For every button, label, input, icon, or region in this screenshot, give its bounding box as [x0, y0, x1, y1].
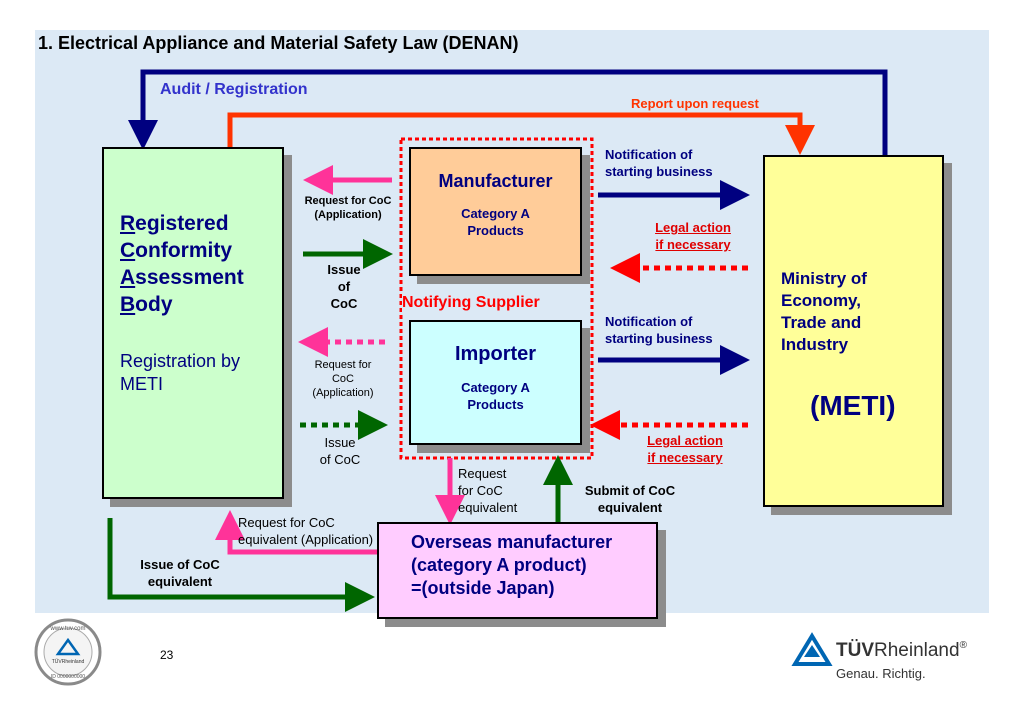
notifying-supplier-label: Notifying Supplier: [402, 294, 540, 312]
notifying-supplier-frame: [399, 137, 594, 460]
manufacturer-subtitle: Category A Products: [461, 206, 530, 238]
manufacturer-title: Manufacturer: [438, 171, 553, 191]
overseas-manufacturer-text: Overseas manufacturer (category A produc…: [411, 532, 613, 598]
notification-label-2: Notification of starting business: [605, 314, 713, 346]
submit-coc-equivalent-label: Submit of CoC equivalent: [584, 483, 676, 515]
request-equivalent-application-label: Request for CoC equivalent (Application): [238, 515, 374, 547]
audit-registration-label: Audit / Registration: [160, 81, 308, 98]
issue-coc-label-2: Issue of CoC: [319, 435, 361, 467]
report-upon-request-label: Report upon request: [631, 96, 759, 111]
importer-box: [409, 320, 582, 445]
svg-text:ID 0000000000: ID 0000000000: [51, 674, 85, 680]
request-coc-label-1: Request for CoC (Application): [304, 195, 392, 221]
issue-coc-equivalent-arrow: [107, 518, 375, 612]
audit-registration-arrow: [128, 69, 888, 155]
report-upon-request-arrow: [227, 112, 815, 155]
legal-action-label-2: Legal action if necessary: [647, 433, 723, 465]
issue-coc-equivalent-label: Issue of CoC equivalent: [140, 557, 220, 589]
tuv-logo-icon: [791, 632, 833, 666]
request-equivalent-application-arrow: [215, 510, 378, 555]
importer-subtitle: Category A Products: [461, 380, 530, 412]
overseas-manufacturer-box: [377, 522, 658, 619]
meti-box: [763, 155, 944, 507]
importer-title: Importer: [454, 343, 537, 365]
tuv-logo-wordmark: TÜVRheinland®: [836, 640, 967, 661]
notification-label-1: Notification of starting business: [605, 147, 713, 179]
page-number: 23: [160, 648, 174, 662]
tuv-seal-icon: www.tuv.com TÜVRheinland ID 0000000000: [34, 618, 102, 686]
meti-abbr: (METI): [810, 390, 896, 421]
page-title: 1. Electrical Appliance and Material Saf…: [38, 33, 519, 53]
issue-coc-label-1: Issue of CoC: [327, 262, 361, 311]
rcab-subtitle: Registration by METI: [120, 351, 241, 394]
rcab-box: [102, 147, 284, 499]
rcab-title: Registered Conformity Assessment Body: [120, 212, 244, 316]
meti-name: Ministry of Economy, Trade and Industry: [781, 269, 867, 354]
svg-text:TÜVRheinland: TÜVRheinland: [52, 658, 85, 665]
tuv-logo-tagline: Genau. Richtig.: [836, 666, 926, 681]
legal-action-label-1: Legal action if necessary: [655, 220, 731, 252]
request-coc-equivalent-label: Request for CoC equivalent: [458, 466, 518, 515]
manufacturer-box: [409, 147, 582, 276]
svg-text:www.tuv.com: www.tuv.com: [50, 626, 86, 632]
request-coc-label-2: Request for CoC (Application): [312, 359, 374, 399]
